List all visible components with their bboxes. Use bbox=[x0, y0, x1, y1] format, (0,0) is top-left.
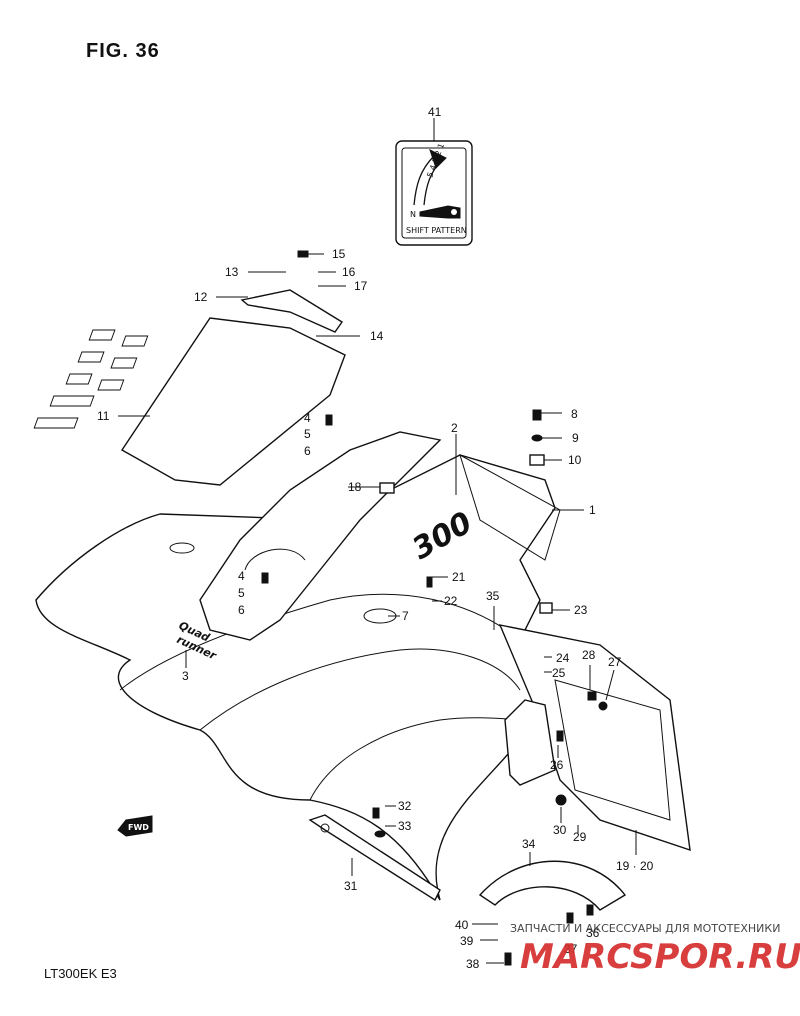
callout-1: 1 bbox=[589, 503, 596, 517]
callout-11: 11 bbox=[97, 409, 110, 423]
callout-40: 40 bbox=[455, 918, 469, 932]
callout-34: 34 bbox=[522, 837, 536, 851]
callout-25: 25 bbox=[552, 666, 566, 680]
callout-2: 2 bbox=[451, 421, 458, 435]
callout-5-top: 5 bbox=[304, 427, 311, 441]
fwd-label: FWD bbox=[128, 823, 149, 832]
callout-16: 16 bbox=[342, 265, 356, 279]
callout-36: 36 bbox=[586, 926, 600, 940]
callout-9: 9 bbox=[572, 431, 579, 445]
callout-32: 32 bbox=[398, 799, 412, 813]
callout-33: 33 bbox=[398, 819, 412, 833]
figure-title: FIG. 36 bbox=[86, 40, 160, 62]
callout-29: 29 bbox=[573, 830, 587, 844]
callout-10: 10 bbox=[568, 453, 582, 467]
callout-8: 8 bbox=[571, 407, 578, 421]
callout-24: 24 bbox=[556, 651, 570, 665]
callout-31: 31 bbox=[344, 879, 358, 893]
callout-27: 27 bbox=[608, 655, 622, 669]
callout-4-top: 4 bbox=[304, 411, 311, 425]
callout-7: 7 bbox=[402, 609, 409, 623]
callout-labels: 41 15 13 16 17 12 14 11 4 5 6 18 2 8 9 1… bbox=[97, 105, 654, 971]
watermark: ЗАПЧАСТИ И АКСЕССУАРЫ ДЛЯ МОТОТЕХНИКИ MA… bbox=[510, 922, 800, 977]
callout-17: 17 bbox=[354, 279, 368, 293]
callout-6-top: 6 bbox=[304, 444, 311, 458]
watermark-text: ЗАПЧАСТИ И АКСЕССУАРЫ ДЛЯ МОТОТЕХНИКИ bbox=[510, 922, 780, 935]
fender-bracket-31 bbox=[308, 814, 441, 902]
callout-21: 21 bbox=[452, 570, 466, 584]
callout-23: 23 bbox=[574, 603, 588, 617]
callout-12: 12 bbox=[194, 290, 208, 304]
callout-26: 26 bbox=[550, 758, 564, 772]
callout-22: 22 bbox=[444, 594, 458, 608]
callout-3: 3 bbox=[182, 669, 189, 683]
callout-13: 13 bbox=[225, 265, 239, 279]
neutral-mark: N bbox=[410, 210, 416, 219]
callout-6-mid: 6 bbox=[238, 603, 245, 617]
callout-14: 14 bbox=[370, 329, 384, 343]
callout-37: 37 bbox=[564, 942, 578, 956]
shift-pattern-decal: 5 4 3 2 1 N SHIFT PATTERN bbox=[395, 140, 473, 246]
carrier-cover bbox=[33, 317, 346, 486]
rear-fender: 300 Quad runner bbox=[35, 453, 561, 901]
callout-28: 28 bbox=[582, 648, 596, 662]
callout-38: 38 bbox=[466, 957, 480, 971]
callout-18: 18 bbox=[348, 480, 362, 494]
fender-stay-26 bbox=[504, 699, 556, 786]
callout-30: 30 bbox=[553, 823, 567, 837]
callout-4-mid: 4 bbox=[238, 569, 245, 583]
model-code: LT300EK E3 bbox=[44, 966, 117, 981]
mud-guard-34 bbox=[478, 860, 627, 911]
callout-35: 35 bbox=[486, 589, 500, 603]
watermark-logo: MARCSPOR.RU bbox=[520, 937, 800, 977]
decal-caption: SHIFT PATTERN bbox=[406, 226, 467, 235]
forward-arrow-icon: FWD bbox=[117, 815, 153, 837]
callout-5-mid: 5 bbox=[238, 586, 245, 600]
callout-39: 39 bbox=[460, 934, 474, 948]
callout-19-20: 19 · 20 bbox=[616, 859, 654, 873]
grab-bracket bbox=[240, 289, 343, 333]
hardware bbox=[261, 250, 608, 966]
callout-41: 41 bbox=[428, 105, 442, 119]
callout-15: 15 bbox=[332, 247, 346, 261]
leader-lines bbox=[118, 118, 637, 964]
